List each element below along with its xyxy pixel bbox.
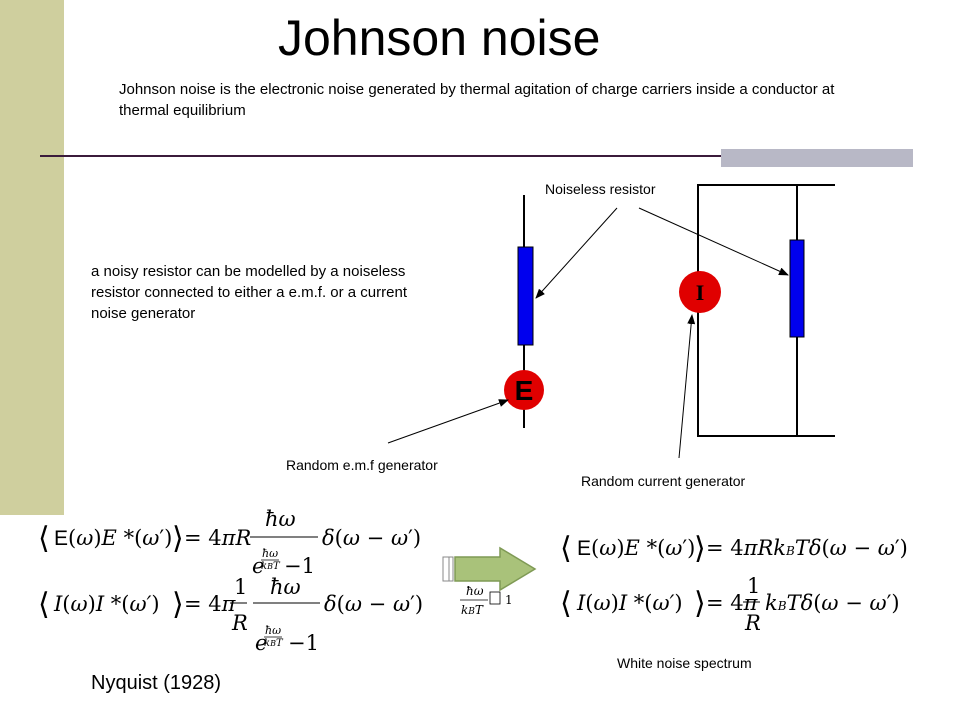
- svg-text:= 4πRkBTδ(ω − ω′): = 4πRkBTδ(ω − ω′): [706, 536, 908, 560]
- svg-text:kBT: kBT: [264, 638, 284, 649]
- svg-text:ħω: ħω: [265, 624, 281, 637]
- svg-text:−1: −1: [284, 554, 315, 578]
- emf-generator: [504, 370, 544, 410]
- svg-text:⟨: ⟨: [560, 531, 572, 566]
- svg-text:1: 1: [234, 575, 247, 599]
- noiseless-resistor-left: [517, 246, 534, 346]
- arrow-to-emf-generator: [387, 399, 509, 444]
- arrow-to-current-generator: [678, 314, 696, 459]
- high-temperature-condition: ħω kBT 1: [460, 584, 513, 617]
- arrow-to-left-resistor: [535, 207, 618, 299]
- current-symbol: I: [696, 280, 705, 305]
- label-emf-generator: Random e.m.f generator: [286, 457, 438, 473]
- svg-text:−1: −1: [288, 631, 319, 655]
- svg-text:δ(ω − ω′): δ(ω − ω′): [322, 526, 421, 550]
- svg-text:1: 1: [747, 574, 760, 598]
- svg-text:⟩: ⟩: [172, 587, 184, 622]
- svg-text:I(ω)I *(ω′): I(ω)I *(ω′): [576, 591, 683, 615]
- equation-emf-white: ⟨ E(ω)E *(ω′) ⟩ = 4πRkBTδ(ω − ω′): [560, 531, 908, 566]
- svg-text:⟨: ⟨: [560, 586, 572, 621]
- svg-text:⟩: ⟩: [694, 531, 706, 566]
- nyquist-reference: Nyquist (1928): [91, 672, 222, 694]
- svg-text:⟨: ⟨: [38, 587, 50, 622]
- current-generator: [679, 271, 721, 313]
- svg-text:E(ω)E *(ω′): E(ω)E *(ω′): [577, 536, 695, 560]
- current-circuit-wire: [697, 184, 835, 437]
- divider-accent: [721, 149, 913, 167]
- model-description: a noisy resistor can be modelled by a no…: [91, 263, 407, 322]
- svg-text:⟩: ⟩: [172, 521, 184, 556]
- svg-text:= 4π: = 4π: [184, 592, 237, 616]
- svg-text:1: 1: [505, 593, 513, 607]
- svg-text:E(ω)E *(ω′): E(ω)E *(ω′): [54, 526, 172, 550]
- intro-text: Johnson noise is the electronic noise ge…: [119, 81, 835, 119]
- svg-text:= 4π: = 4π: [706, 591, 759, 615]
- emf-symbol: E: [515, 375, 534, 406]
- svg-text:= 4πR: = 4πR: [184, 526, 251, 550]
- equation-current-full: ⟨ I(ω)I *(ω′) ⟩ = 4π 1 R ħω e ħω kBT −1 …: [38, 575, 423, 655]
- equation-current-white: ⟨ I(ω)I *(ω′) ⟩ = 4π 1 R kBTδ(ω − ω′): [560, 574, 900, 635]
- svg-text:⟩: ⟩: [694, 586, 706, 621]
- label-white-noise: White noise spectrum: [617, 655, 752, 671]
- side-decoration-bar: [0, 0, 64, 515]
- arrow-to-right-resistor: [638, 207, 789, 276]
- svg-text:ħω: ħω: [265, 507, 296, 531]
- title-divider: [40, 155, 913, 157]
- label-current-generator: Random current generator: [581, 473, 746, 489]
- label-noiseless-resistor: Noiseless resistor: [545, 181, 656, 197]
- implies-arrow: [442, 546, 537, 592]
- svg-text:ħω: ħω: [466, 584, 484, 598]
- slide-title: Johnson noise: [278, 10, 601, 66]
- svg-text:kBT: kBT: [261, 561, 281, 572]
- svg-text:ħω: ħω: [270, 575, 301, 599]
- svg-text:ħω: ħω: [262, 547, 278, 560]
- svg-text:R: R: [744, 611, 761, 635]
- svg-text:kBTδ(ω − ω′): kBTδ(ω − ω′): [765, 591, 900, 615]
- equation-emf-full: ⟨ E(ω)E *(ω′) ⟩ = 4πR ħω e ħω kBT −1 δ(ω…: [38, 507, 421, 578]
- svg-text:kBT: kBT: [461, 603, 484, 617]
- svg-text:⟨: ⟨: [38, 521, 50, 556]
- svg-text:I(ω)I *(ω′): I(ω)I *(ω′): [53, 592, 160, 616]
- svg-text:δ(ω − ω′): δ(ω − ω′): [324, 592, 423, 616]
- svg-text:R: R: [231, 611, 248, 635]
- noiseless-resistor-right: [789, 239, 805, 338]
